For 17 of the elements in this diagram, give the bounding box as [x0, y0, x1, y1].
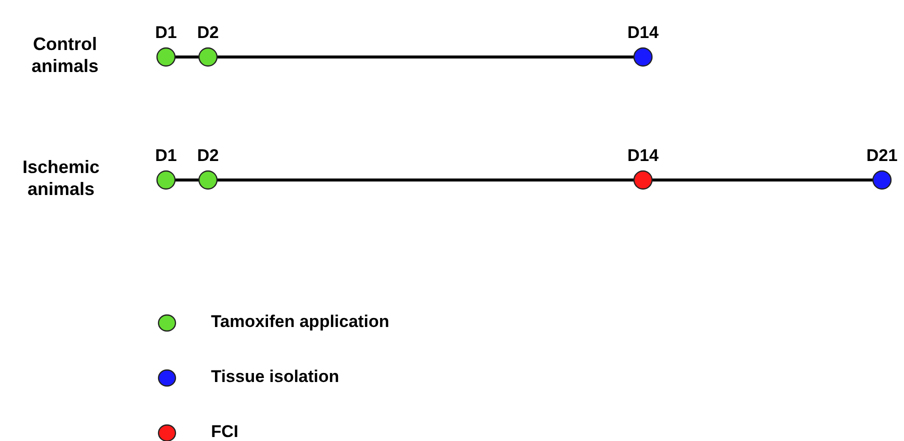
day-label: D1 [155, 23, 177, 43]
timeline-line [217, 56, 634, 58]
timeline-line [175, 56, 199, 58]
timeline-line [652, 178, 873, 182]
legend-text: Tamoxifen application [211, 312, 390, 332]
timeline-line [217, 178, 634, 182]
legend-text: FCI [211, 422, 238, 441]
legend-text: Tissue isolation [211, 367, 340, 387]
day-label: D14 [627, 23, 659, 43]
day-label: D1 [155, 146, 177, 166]
day-label: D2 [197, 146, 219, 166]
timeline-line [175, 178, 199, 182]
day-label: D2 [197, 23, 219, 43]
day-label: D21 [866, 146, 898, 166]
day-label: D14 [627, 146, 659, 166]
group-label: Ischemic animals [21, 156, 101, 200]
group-label: Control animals [30, 33, 100, 77]
